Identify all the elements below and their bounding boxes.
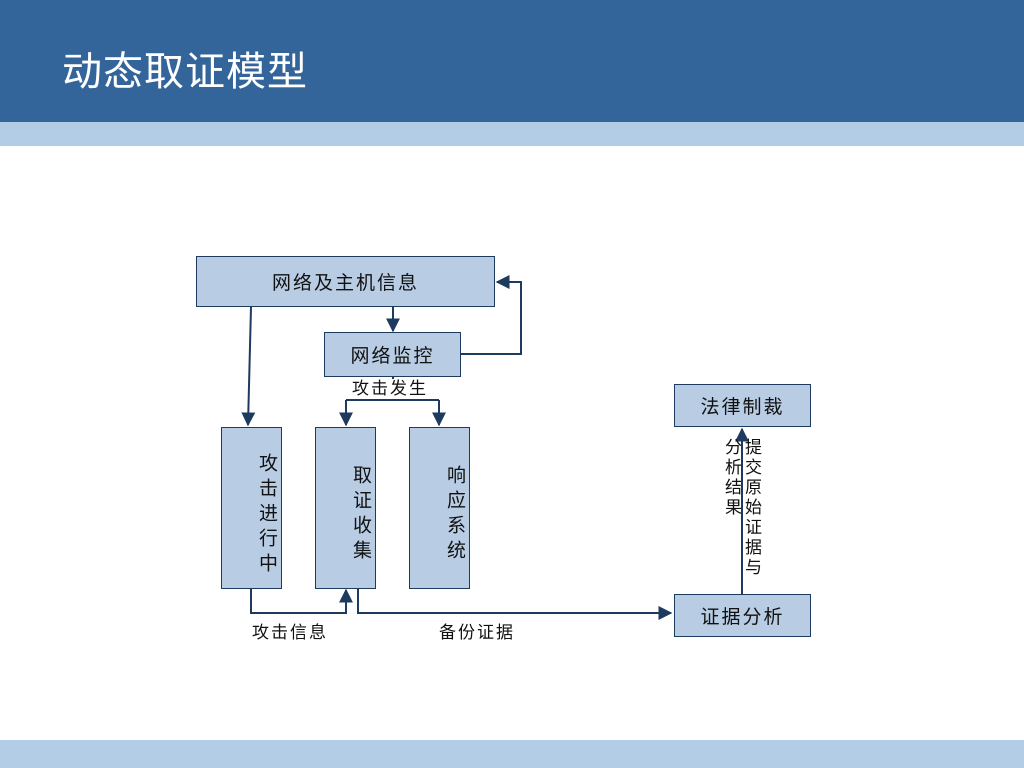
- slide-title: 动态取证模型: [62, 49, 308, 95]
- header-accent-band: [0, 122, 1024, 146]
- label-attack-info: 攻击信息: [252, 623, 328, 643]
- node-response-system: 响应系统: [409, 427, 470, 589]
- node-attack-in-progress: 攻击进行中: [221, 427, 282, 589]
- node-legal-sanction: 法律制裁: [674, 384, 811, 427]
- node-forensic-collection: 取证收集: [315, 427, 376, 589]
- label-submit-evidence: 提交原始证据与分析结果: [721, 438, 761, 578]
- arrow-attack-to-collection: [250, 588, 353, 614]
- footer-band: [0, 740, 1024, 768]
- label-attack-occurs: 攻击发生: [350, 379, 430, 399]
- node-network-monitor: 网络监控: [324, 332, 461, 377]
- label-backup-evidence: 备份证据: [439, 623, 515, 643]
- arrow-monitor-feedback: [461, 275, 522, 355]
- node-evidence-analysis: 证据分析: [674, 594, 811, 637]
- arrow-collection-to-analysis: [357, 589, 673, 620]
- node-network-host-info: 网络及主机信息: [196, 256, 495, 307]
- arrow-info-to-attack: [241, 306, 256, 427]
- slide-header: 动态取证模型: [0, 0, 1024, 122]
